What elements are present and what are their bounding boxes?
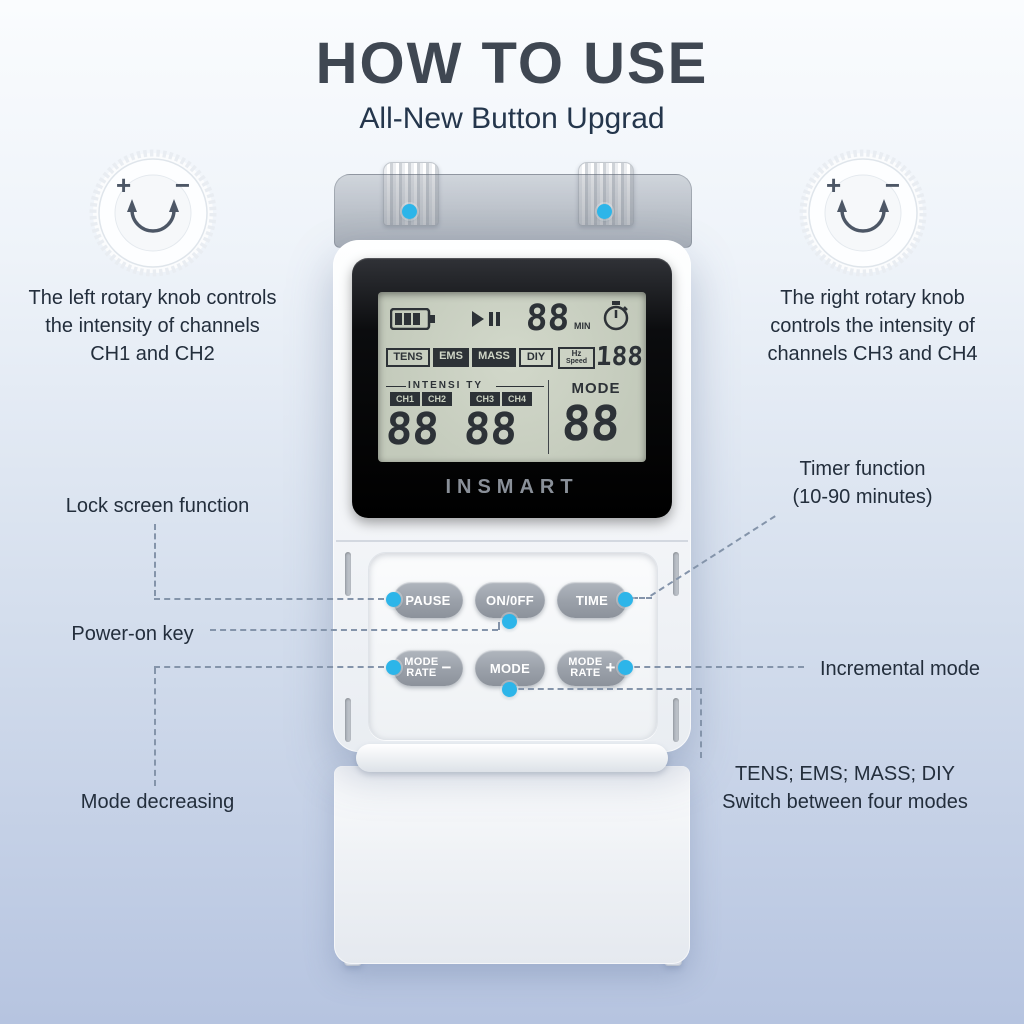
rotate-arrows-icon [799,149,927,277]
timer-function-line2: (10-90 minutes) [792,486,933,508]
pointer-dot-mode [502,682,517,697]
right-knob-description: The right rotary knob controls the inten… [767,287,978,365]
hz-speed-box: Hz Speed [558,347,595,369]
intensity-digits-right: 88 [462,404,519,455]
speed-digits: 188 [595,342,644,372]
lcd-mode-mass: MASS [472,348,516,367]
lcd-mode-label: MODE [571,380,621,397]
side-slot [345,552,351,596]
left-knob-description: The left rotary knob controls the intens… [28,287,277,365]
connector-timer [632,597,652,599]
on-off-button[interactable]: ON/0FF [475,582,545,618]
pointer-dot-on-off [502,614,517,629]
page-subtitle: All-New Button Upgrad [359,102,665,135]
connector-power-on [498,622,500,630]
lcd-ch4: CH4 [502,392,532,406]
pointer-dot-left-knob [402,204,417,219]
rotate-arrows-icon [89,149,217,277]
minus-symbol: − [174,170,190,200]
power-on-label: Power-on key [71,623,194,645]
battery-icon [390,308,435,330]
mode-decreasing-label: Mode decreasing [80,791,235,813]
mode-button[interactable]: MODE [475,650,545,686]
page-title: HOW TO USE [315,31,709,96]
lcd-screen: 88 MIN TENS EMS MASS DIY Hz Speed 188 IN… [378,292,646,462]
connector-power-on [210,629,498,631]
minus-sign: − [441,658,452,677]
mode-rate-minus-line2: RATE [406,667,437,679]
connector-mode-switch [700,688,702,758]
intensity-label: INTENSI TY [408,380,484,391]
button-panel [368,552,658,740]
mode-rate-plus-line2: RATE [570,667,601,679]
play-pause-icon [472,311,500,327]
mode-rate-plus-text: MODE RATE [568,657,602,679]
device-top-cap [334,174,692,248]
flip-stand[interactable] [334,766,690,964]
mode-switch-line2: Switch between four modes [722,791,968,813]
lcd-ch2: CH2 [422,392,452,406]
mode-rate-plus-button[interactable]: MODE RATE + [557,650,627,686]
side-slot [673,552,679,596]
lcd-mode-ems: EMS [433,348,469,367]
plus-symbol: + [826,170,842,200]
plus-sign: + [605,658,616,677]
pointer-dot-time [618,592,633,607]
pointer-dot-mode-rate-minus [386,660,401,675]
plus-symbol: + [116,170,132,200]
hz-label: Hz [571,349,582,358]
speed-label: Speed [565,358,587,365]
mode-switch-label: TENS; EMS; MASS; DIY Switch between four… [695,760,995,816]
intensity-digits-left: 88 [384,404,441,455]
stand-hinge [356,744,668,772]
lcd-mode-tens: TENS [386,348,430,367]
stopwatch-icon [603,301,629,331]
connector-mode-switch [518,688,702,690]
timer-function-line1: Timer function [799,458,926,480]
mode-rate-minus-line1: MODE [404,656,439,668]
connector-incremental [634,666,804,668]
side-slot [345,698,351,742]
left-knob-illustration: + − [88,148,218,278]
intensity-rule-right [496,386,544,387]
timer-unit: MIN [574,321,591,331]
incremental-mode-label: Incremental mode [819,658,981,680]
intensity-rule-left [386,386,406,387]
pointer-dot-right-knob [597,204,612,219]
mode-digits: 88 [560,396,622,452]
mode-rate-minus-text: MODE RATE [404,657,438,679]
connector-mode-decreasing [154,666,384,668]
minus-symbol: − [884,170,900,200]
timer-digits: 88 [524,298,571,339]
pointer-dot-pause [386,592,401,607]
pointer-dot-mode-rate-plus [618,660,633,675]
side-slot [673,698,679,742]
timer-function-label: Timer function (10-90 minutes) [755,455,970,511]
mode-rate-minus-button[interactable]: MODE RATE − [393,650,463,686]
mode-rate-plus-line1: MODE [568,656,603,668]
mode-switch-line1: TENS; EMS; MASS; DIY [734,763,956,785]
connector-mode-decreasing [154,668,156,786]
brand-logo: INSMART [445,476,579,498]
lcd-divider [548,380,549,454]
lcd-mode-diy: DIY [519,348,553,367]
lcd-ch3: CH3 [470,392,500,406]
pause-button[interactable]: PAUSE [393,582,463,618]
time-button[interactable]: TIME [557,582,627,618]
connector-lock-screen [154,598,384,600]
lock-screen-label: Lock screen function [65,495,250,517]
lcd-ch1: CH1 [390,392,420,406]
connector-lock-screen [154,524,156,596]
right-knob-illustration: + − [798,148,928,278]
body-seam [336,540,688,542]
